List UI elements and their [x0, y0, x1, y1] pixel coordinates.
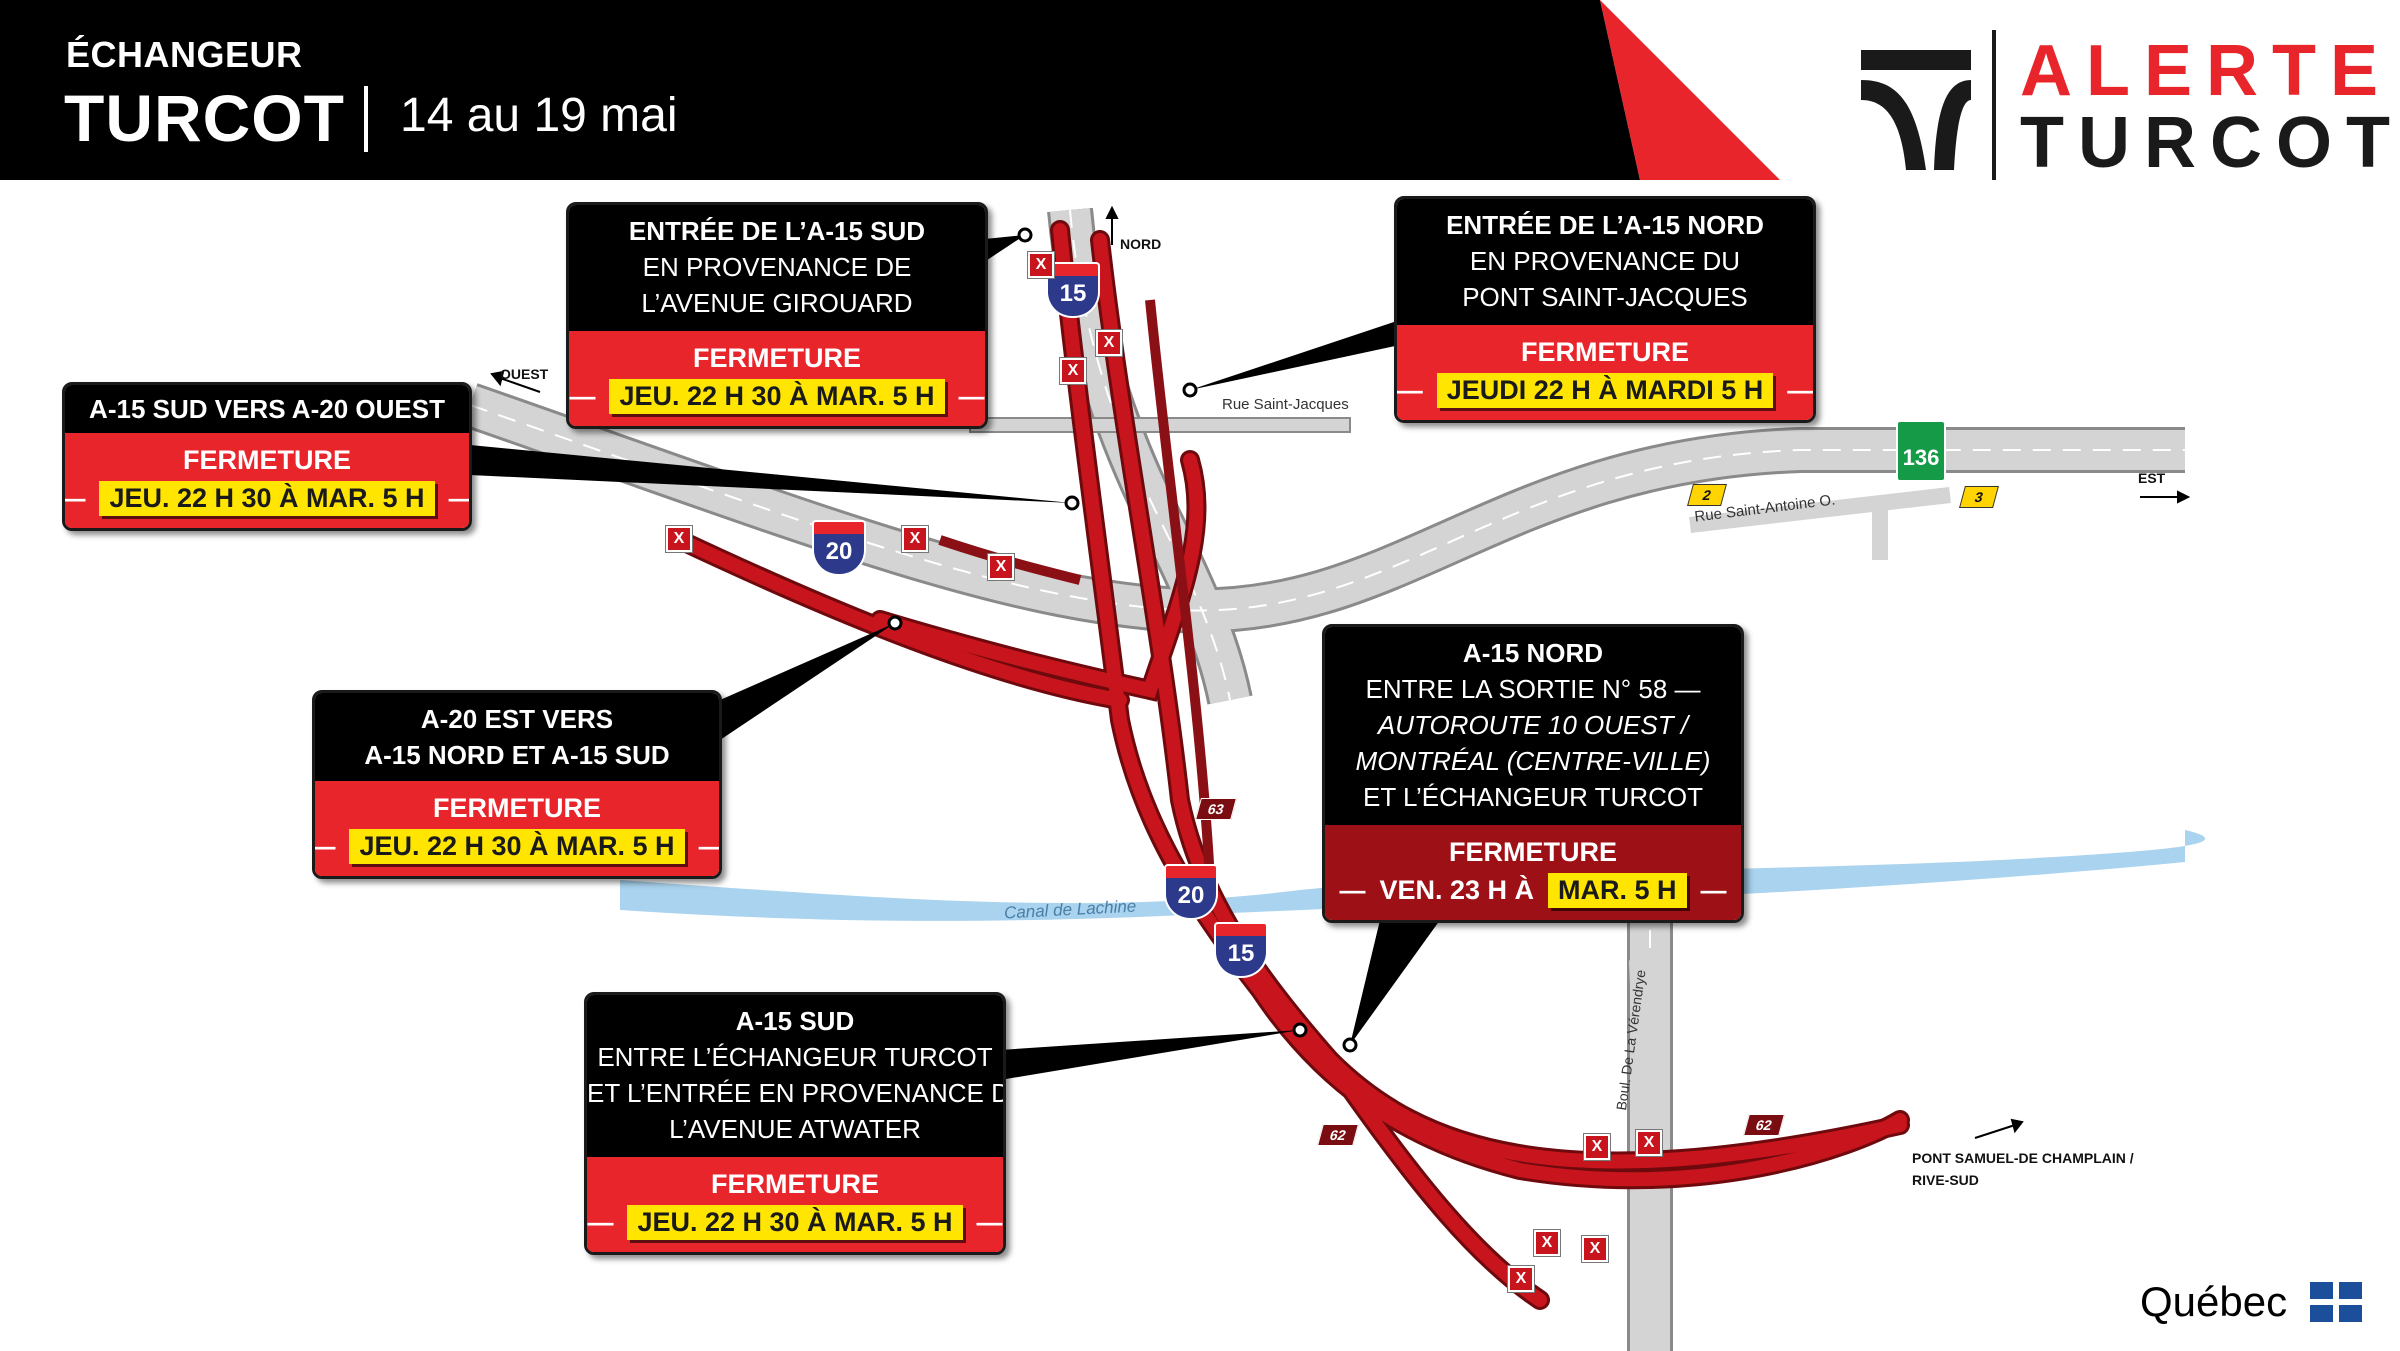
quebec-flag-icon: [2310, 1282, 2362, 1322]
label-rue-saint-jacques: Rue Saint-Jacques: [1222, 396, 1349, 413]
closure-time: JEUDI 22 H À MARDI 5 H: [1436, 373, 1774, 408]
closure-time: JEU. 22 H 30 À MAR. 5 H: [349, 829, 685, 864]
closure-time-prefix: VEN. 23 H À: [1379, 875, 1535, 905]
callout-line: ET L’ENTRÉE EN PROVENANCE DE: [587, 1078, 1006, 1108]
label-nord: NORD: [1120, 236, 1162, 252]
quebec-logo-text: Québec: [2140, 1278, 2288, 1325]
closure-x-icon: X: [1095, 329, 1123, 357]
callout-title: A-15 SUD: [735, 1006, 855, 1036]
callout-line: ENTRE LA SORTIE N° 58 —: [1365, 674, 1701, 704]
closure-time: MAR. 5 H: [1548, 873, 1687, 908]
closure-x-icon: X: [1507, 1265, 1535, 1293]
callout-a15nord: A-15 NORD ENTRE LA SORTIE N° 58 — AUTORO…: [1322, 624, 1744, 923]
callout-line: L’AVENUE GIROUARD: [641, 288, 913, 318]
closure-status: FERMETURE: [433, 793, 601, 823]
alerte-turcot-logo-icon: [1861, 50, 1971, 170]
callout-pointer-dots: [887, 227, 1358, 1053]
closure-status: FERMETURE: [693, 343, 861, 373]
closure-x-icon: X: [1635, 1129, 1663, 1157]
callout-a15sud-girouard: ENTRÉE DE L’A-15 SUD EN PROVENANCE DE L’…: [566, 202, 988, 429]
closure-x-icon: X: [665, 525, 693, 553]
callout-a15sud-a20ouest: A-15 SUD VERS A-20 OUEST FERMETURE — JEU…: [62, 382, 472, 531]
closure-status: FERMETURE: [711, 1169, 879, 1199]
exit-62-badge: 62: [1317, 1124, 1359, 1146]
closure-time: JEU. 22 H 30 À MAR. 5 H: [627, 1205, 963, 1240]
direction-arrows: [490, 205, 2191, 1139]
callout-title: ENTRÉE DE L’A-15 SUD: [628, 216, 926, 246]
header-separator: [364, 86, 368, 152]
callout-line: AUTOROUTE 10 OUEST /: [1377, 710, 1689, 740]
callout-line: ET L’ÉCHANGEUR TURCOT: [1363, 782, 1703, 812]
closure-status: FERMETURE: [1521, 337, 1689, 367]
callout-a15nord-stjacques: ENTRÉE DE L’A-15 NORD EN PROVENANCE DU P…: [1394, 196, 1816, 423]
header-dates: 14 au 19 mai: [400, 89, 678, 142]
rue-saint-antoine-road: [1689, 487, 1951, 560]
callout-line: EN PROVENANCE DE: [642, 252, 912, 282]
brand-line1: ALERTE: [2020, 31, 2392, 111]
exit-62-badge: 62: [1743, 1114, 1785, 1136]
header-band: [0, 0, 1640, 180]
closure-x-icon: X: [1581, 1235, 1609, 1263]
route-136-icon: 136: [1896, 396, 1946, 482]
a15-shield-icon: 15: [1046, 262, 1100, 320]
closure-x-icon: X: [1027, 251, 1055, 279]
callout-title: A-15 NORD ET A-15 SUD: [364, 740, 670, 770]
closure-x-icon: X: [987, 553, 1015, 581]
callout-line: L’AVENUE ATWATER: [669, 1114, 921, 1144]
callout-line: EN PROVENANCE DU: [1469, 246, 1741, 276]
label-ouest: OUEST: [500, 366, 549, 382]
header-red-wedge: [1600, 0, 1780, 180]
label-pont-line1: PONT SAMUEL-DE CHAMPLAIN /: [1912, 1150, 2134, 1166]
header-kicker: ÉCHANGEUR: [66, 34, 303, 75]
callout-title: ENTRÉE DE L’A-15 NORD: [1446, 210, 1764, 240]
callout-line: PONT SAINT-JACQUES: [1462, 282, 1748, 312]
exit-63-badge: 63: [1195, 798, 1237, 820]
closure-x-icon: X: [1583, 1133, 1611, 1161]
a20-shield-icon: 20: [1164, 864, 1218, 922]
callout-a20est: A-20 EST VERS A-15 NORD ET A-15 SUD FERM…: [312, 690, 722, 879]
a15-shield-icon: 15: [1214, 922, 1268, 980]
closure-x-icon: X: [901, 525, 929, 553]
brand-separator: [1992, 30, 1996, 180]
closure-x-icon: X: [1059, 357, 1087, 385]
exit-3-badge: 3: [1959, 486, 1999, 508]
callout-title: A-15 NORD: [1462, 638, 1604, 668]
closure-status: FERMETURE: [1449, 837, 1617, 867]
label-est: EST: [2138, 470, 2166, 486]
callout-line: ENTRE L’ÉCHANGEUR TURCOT: [597, 1042, 993, 1072]
closure-x-icon: X: [1533, 1229, 1561, 1257]
header-title: TURCOT: [64, 81, 345, 155]
callout-a15sud: A-15 SUD ENTRE L’ÉCHANGEUR TURCOT ET L’E…: [584, 992, 1006, 1255]
a20-shield-icon: 20: [812, 520, 866, 578]
callout-line: MONTRÉAL (CENTRE-VILLE): [1355, 746, 1711, 776]
callout-title: A-20 EST VERS: [420, 704, 614, 734]
brand-line2: TURCOT: [2020, 103, 2400, 183]
closure-time: JEU. 22 H 30 À MAR. 5 H: [99, 481, 435, 516]
label-pont-line2: RIVE-SUD: [1912, 1172, 1979, 1188]
exit-2-badge: 2: [1687, 484, 1727, 506]
closure-time: JEU. 22 H 30 À MAR. 5 H: [609, 379, 945, 414]
closure-status: FERMETURE: [183, 445, 351, 475]
callout-title: A-15 SUD VERS A-20 OUEST: [89, 394, 445, 424]
